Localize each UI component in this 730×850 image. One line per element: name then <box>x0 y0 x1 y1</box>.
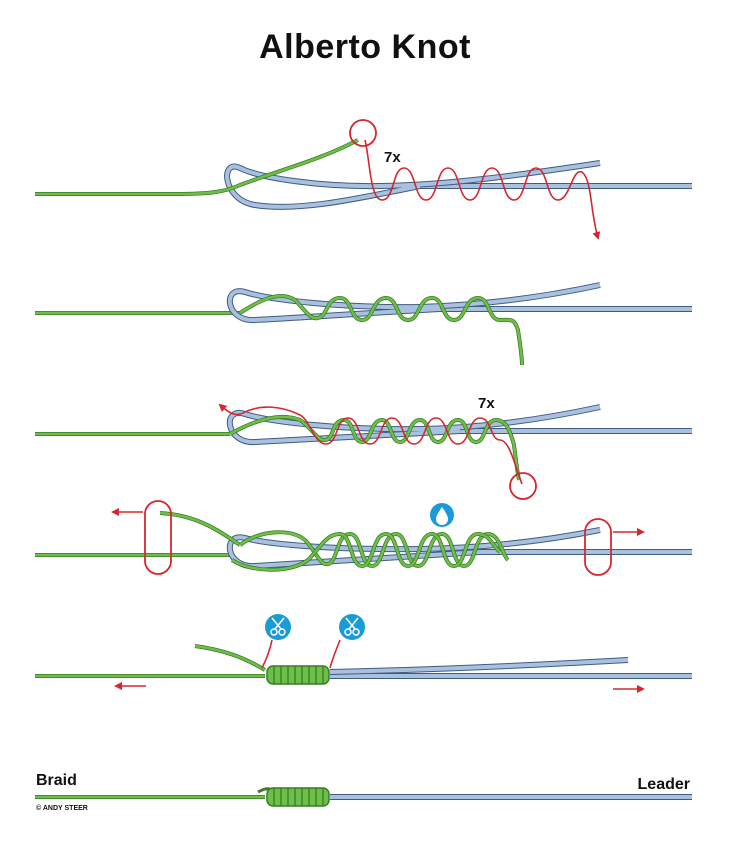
step-1: 7x <box>35 119 692 240</box>
step-3: 7x <box>35 395 692 500</box>
knot-body <box>266 665 330 685</box>
scissors-icon <box>339 614 365 640</box>
finished-knot: Braid Leader © ANDY STEER <box>35 772 692 812</box>
leader-label: Leader <box>638 776 690 793</box>
pull-grip-right <box>584 518 612 576</box>
step-2 <box>35 282 692 366</box>
knot-body <box>266 787 330 807</box>
diagram-title: Alberto Knot <box>259 28 471 66</box>
drop-icon <box>430 503 454 527</box>
braid-end-marker <box>509 472 537 500</box>
turns-label: 7x <box>384 149 401 166</box>
credit-label: © ANDY STEER <box>36 804 88 812</box>
turns-label: 7x <box>478 395 495 412</box>
braid-label: Braid <box>36 772 77 789</box>
step-4 <box>35 500 692 576</box>
scissors-icon <box>265 614 291 640</box>
pull-grip-left <box>144 500 172 575</box>
braid-end-marker <box>349 119 377 147</box>
step-5 <box>35 614 692 693</box>
